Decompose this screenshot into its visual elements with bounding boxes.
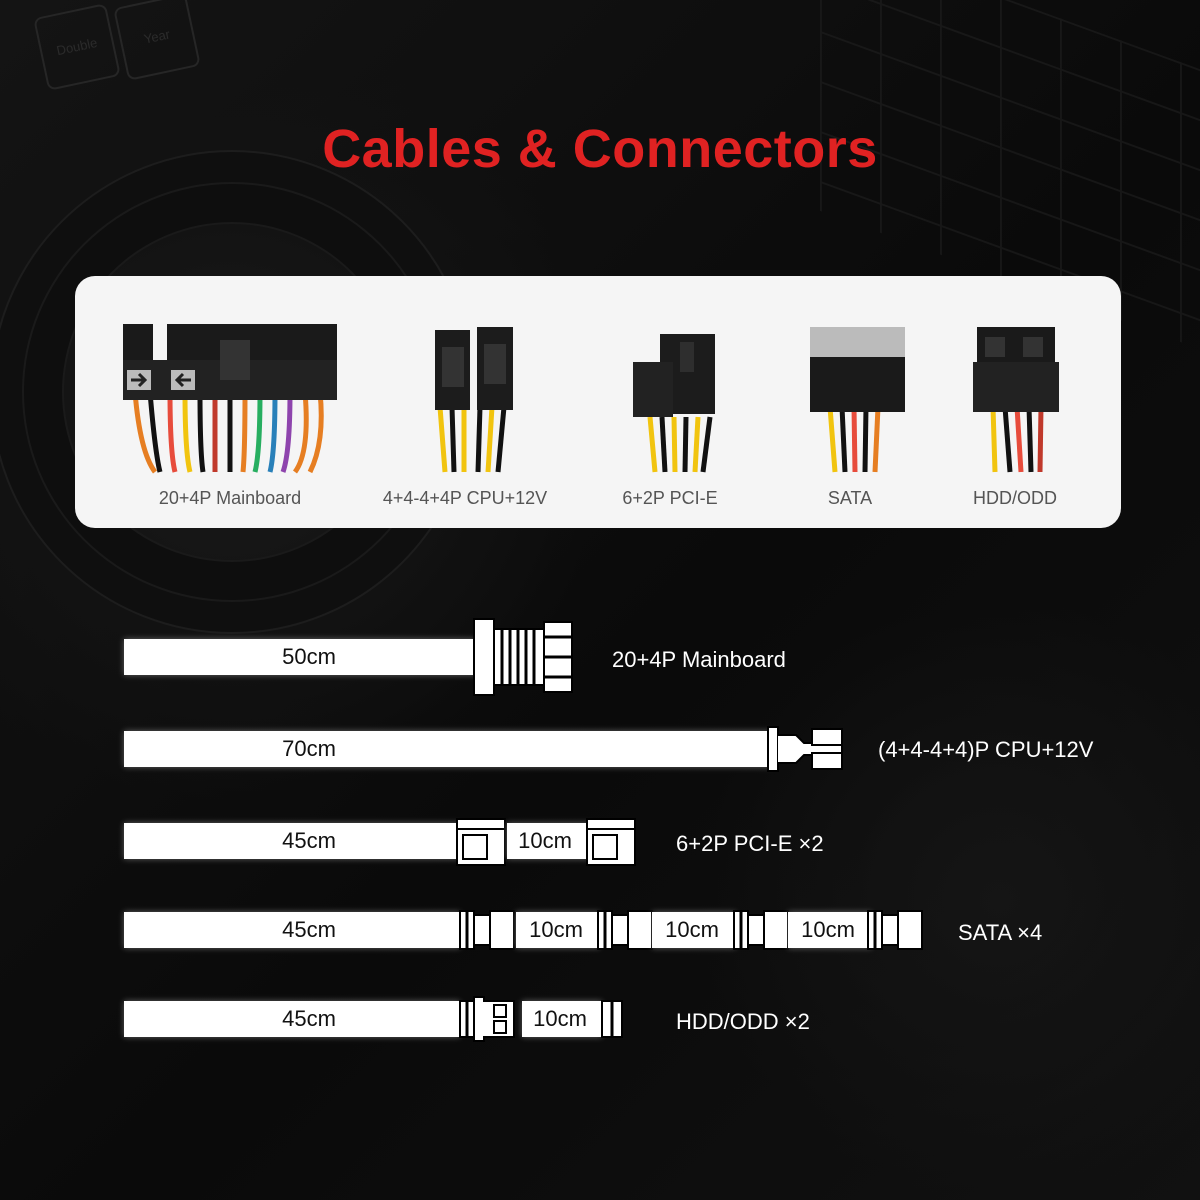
cable-segment-bar [652, 912, 736, 948]
connector-hdd-label: HDD/ODD [973, 488, 1057, 508]
cable-segment-bar [788, 912, 872, 948]
connector-cpu: 4+4-4+4P CPU+12V [380, 322, 550, 522]
cable-segment-length: 10cm [529, 917, 583, 942]
sata-plug-icon-2 [597, 910, 653, 950]
cable-segment-bar [516, 912, 600, 948]
cable-length: 50cm [282, 644, 336, 669]
cable-name: SATA ×4 [958, 920, 1043, 945]
sata-connector-icon [810, 327, 905, 473]
cable-bar [124, 639, 479, 675]
connector-mainboard: 20+4P Mainboard [115, 322, 345, 522]
pcie-plug-icon-1 [456, 818, 506, 866]
connector-panel: 20+4P Mainboard 4+4-4+4P CPU+12V [75, 276, 1121, 528]
cable-length: 70cm [282, 736, 336, 761]
cable-segment-length: 10cm [533, 1006, 587, 1031]
cable-row-pcie: 45cm 10cm 6+2P PCI-E ×2 [0, 818, 1200, 883]
sata-plug-icon-4 [867, 910, 923, 950]
cable-segment-length: 10cm [665, 917, 719, 942]
mainboard-connector-icon [123, 324, 337, 474]
connector-pcie: 6+2P PCI-E [605, 322, 735, 522]
cable-name: 6+2P PCI-E ×2 [676, 831, 824, 856]
cable-bar [124, 912, 460, 948]
connector-mainboard-label: 20+4P Mainboard [158, 488, 302, 508]
pcie-connector-icon [633, 334, 715, 473]
cable-name: HDD/ODD ×2 [676, 1009, 810, 1034]
background-badge-double: Double [33, 3, 121, 91]
page-title: Cables & Connectors [322, 119, 878, 179]
cable-name: 20+4P Mainboard [612, 647, 786, 672]
sata-plug-icon-3 [733, 910, 789, 950]
sata-plug-icon-1 [459, 910, 515, 950]
cable-segment-length: 10cm [518, 828, 572, 853]
cpu-plug-icon [767, 726, 843, 772]
cable-row-sata: 45cm 10cm 10cm 10cm SATA ×4 [0, 910, 1200, 972]
connector-hdd: HDD/ODD [955, 322, 1075, 522]
hdd-connector-icon [973, 327, 1059, 473]
cable-row-cpu: 70cm (4+4-4+4)P CPU+12V [0, 726, 1200, 791]
pcie-plug-icon-2 [586, 818, 636, 866]
cable-length: 45cm [282, 917, 336, 942]
connector-cpu-label: 4+4-4+4P CPU+12V [382, 488, 548, 508]
cable-length: 45cm [282, 1006, 336, 1031]
cable-length: 45cm [282, 828, 336, 853]
cable-segment-bar [507, 823, 591, 859]
cable-row-mainboard: 50cm 20+4P Mainboard [0, 618, 1200, 699]
cable-row-hdd: 45cm 10cm HDD/ODD ×2 [0, 996, 1200, 1061]
cable-bar [124, 823, 460, 859]
hdd-plug-icon [459, 996, 515, 1042]
cable-segment-length: 10cm [801, 917, 855, 942]
cable-bar [124, 1001, 460, 1037]
connector-sata-label: SATA [827, 488, 873, 508]
cable-name: (4+4-4+4)P CPU+12V [878, 737, 1094, 762]
cpu-connector-icon [435, 327, 513, 473]
cable-bar [124, 731, 774, 767]
cable-segment-bar [522, 1001, 602, 1037]
connector-pcie-label: 6+2P PCI-E [622, 488, 718, 508]
hdd-plug-end-icon [601, 1000, 623, 1038]
connector-sata: SATA [795, 322, 905, 522]
mainboard-plug-icon [473, 618, 573, 696]
